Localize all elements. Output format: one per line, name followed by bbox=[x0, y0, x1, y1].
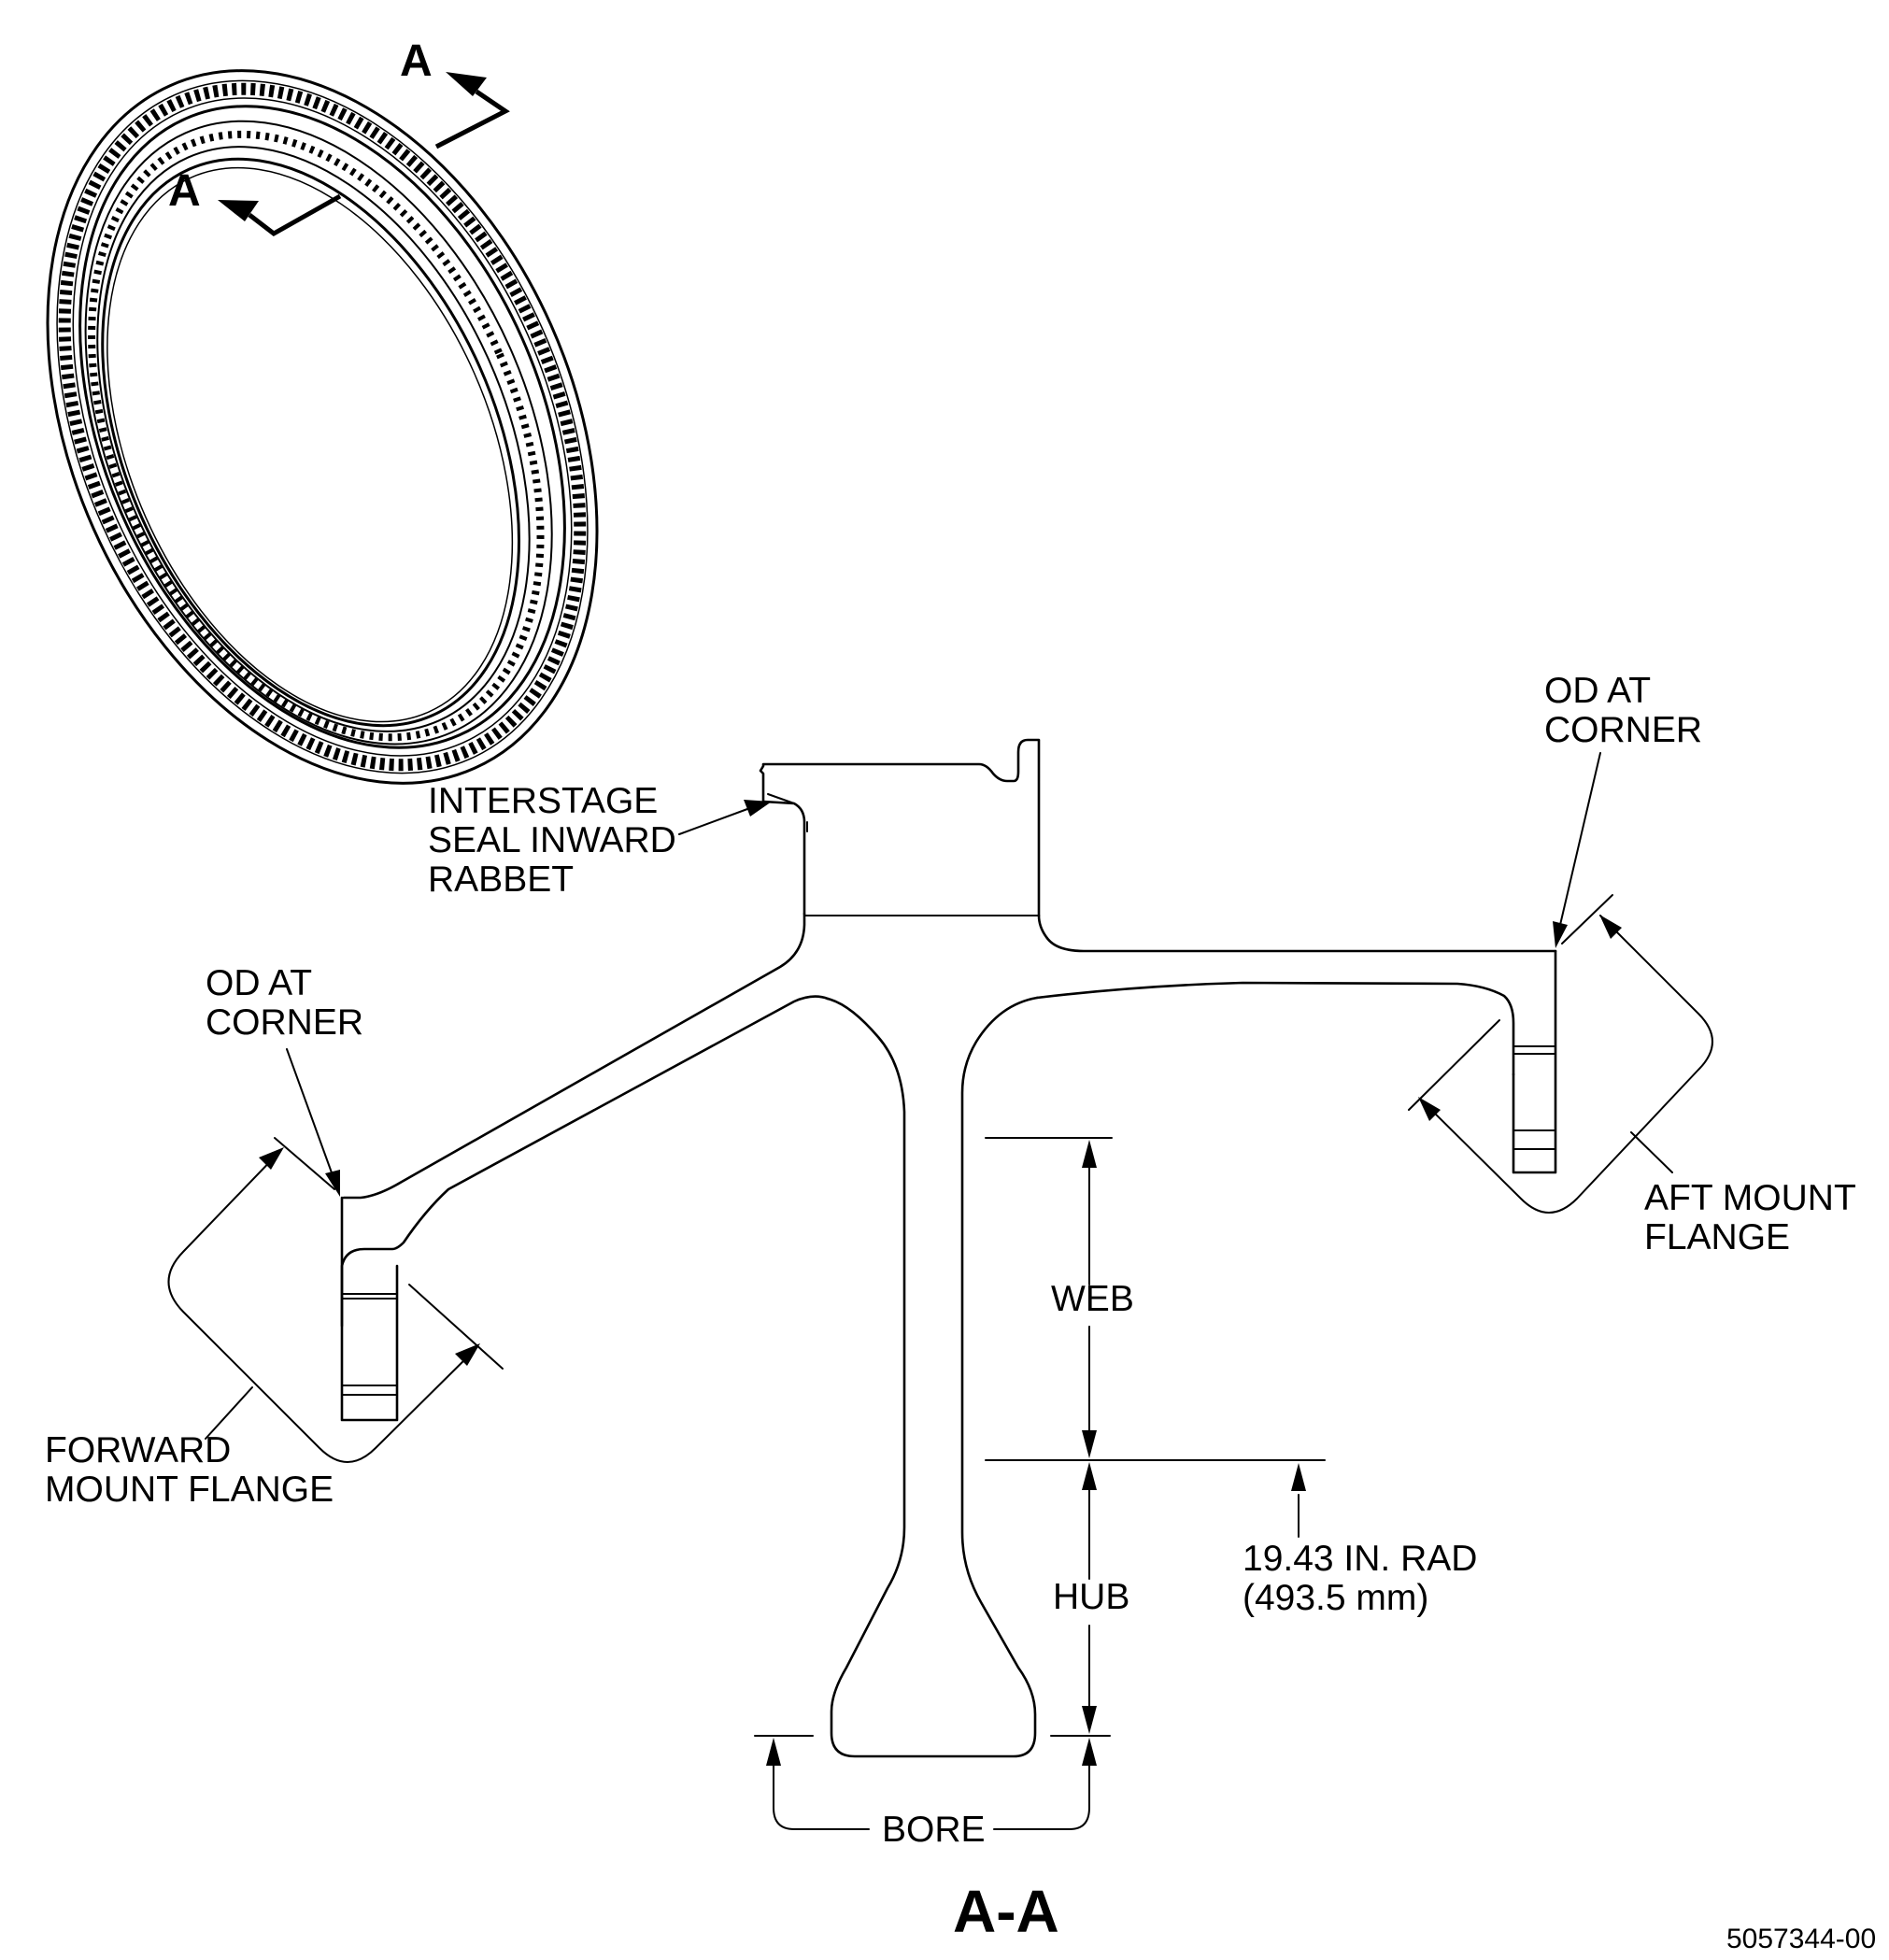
section-letter-lower: A bbox=[168, 166, 201, 216]
aft-mount-flange-label: AFT MOUNT FLANGE bbox=[1644, 1178, 1866, 1257]
section-cut-arrow-upper bbox=[434, 72, 510, 149]
forward-od-corner-label: OD AT CORNER bbox=[206, 963, 363, 1043]
aft-od-corner-leader bbox=[1553, 752, 1601, 948]
figure-number: 5057344-00 bbox=[1726, 1924, 1876, 1954]
view-title: A-A bbox=[953, 1878, 1059, 1945]
bore-dimension bbox=[754, 1735, 1097, 1830]
section-letter-upper: A bbox=[400, 36, 433, 86]
disk-cross-section bbox=[340, 738, 1557, 1758]
forward-mount-flange-label: FORWARD MOUNT FLANGE bbox=[45, 1430, 334, 1510]
forward-od-corner-leader bbox=[286, 1048, 340, 1197]
section-cut-arrow-lower bbox=[218, 193, 342, 236]
aft-od-corner-label: OD AT CORNER bbox=[1544, 671, 1702, 750]
forward-mount-flange-dimension bbox=[167, 1137, 504, 1463]
hub-label: HUB bbox=[1053, 1577, 1129, 1617]
rotor-disk-isometric-view bbox=[46, 69, 599, 785]
interstage-seal-leader bbox=[678, 800, 772, 835]
radius-label: 19.43 IN. RAD (493.5 mm) bbox=[1243, 1539, 1487, 1618]
web-label: WEB bbox=[1051, 1279, 1134, 1319]
web-hub-dimension bbox=[985, 1137, 1326, 1737]
interstage-seal-label: INTERSTAGE SEAL INWARD RABBET bbox=[428, 781, 687, 900]
bore-label: BORE bbox=[882, 1810, 986, 1850]
aft-mount-flange-dimension bbox=[1408, 894, 1713, 1214]
radius-dimension bbox=[1291, 1463, 1306, 1538]
